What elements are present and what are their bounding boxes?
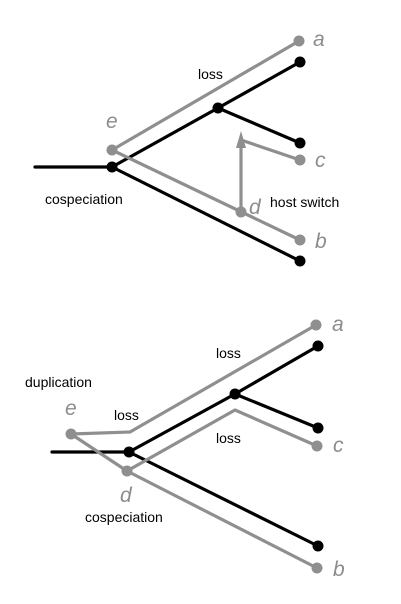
- host-branch-upper: [127, 392, 237, 454]
- parasite-tip-c: [311, 440, 323, 452]
- tip-label-b: b: [333, 558, 345, 581]
- host-node-inner: [212, 102, 224, 114]
- host-tip-c: [294, 137, 306, 149]
- node-label-d: d: [120, 484, 133, 507]
- loss-label-mid: loss: [216, 430, 241, 446]
- host-branch-c: [233, 392, 320, 430]
- parasite-tip-c: [294, 154, 306, 166]
- host-tip-b: [294, 255, 306, 267]
- tip-label-a: a: [313, 28, 325, 51]
- parasite-node-d: [121, 465, 133, 477]
- parasite-branch-b: [110, 148, 302, 242]
- loss-label: loss: [198, 66, 223, 82]
- panel-host-switch: loss cospeciation host switch e d a c b: [33, 28, 339, 267]
- host-tree: [50, 344, 320, 548]
- host-tree: [33, 60, 302, 263]
- node-label-d: d: [249, 196, 262, 219]
- loss-label-top: loss: [216, 345, 241, 361]
- cospeciation-label: cospeciation: [45, 191, 123, 207]
- node-label-e: e: [106, 110, 118, 133]
- parasite-tip-b: [311, 562, 323, 574]
- host-tip-a: [312, 340, 324, 352]
- parasite-branch-c: [125, 408, 319, 473]
- host-branch-lower: [127, 450, 320, 548]
- host-switch-arrowhead: [236, 131, 246, 148]
- tip-label-c: c: [315, 149, 326, 172]
- host-branch-a: [233, 344, 320, 396]
- cospeciation-label: cospeciation: [85, 509, 163, 525]
- host-tip-a: [294, 56, 306, 68]
- parasite-branch-a: [69, 323, 318, 436]
- parasite-node-e: [106, 144, 118, 156]
- parasite-tree: [110, 39, 302, 242]
- host-branch-lower: [110, 165, 302, 263]
- tip-label-c: c: [333, 434, 344, 457]
- parasite-branch-a: [110, 39, 301, 152]
- parasite-tip-a: [310, 319, 322, 331]
- duplication-label: duplication: [25, 374, 92, 390]
- parasite-branch-b: [125, 469, 319, 570]
- host-branch-a: [216, 60, 302, 110]
- host-switch-label: host switch: [270, 194, 339, 210]
- parasite-tip-a: [293, 35, 305, 47]
- host-tip-c: [312, 422, 324, 434]
- parasite-tip-b: [294, 234, 306, 246]
- parasite-node-e: [65, 428, 77, 440]
- panel-duplication: duplication loss loss loss cospeciation …: [25, 313, 345, 581]
- host-tip-b: [312, 540, 324, 552]
- node-label-e: e: [65, 397, 77, 420]
- host-node-root: [123, 446, 135, 458]
- loss-label-left: loss: [114, 407, 139, 423]
- host-node-root: [106, 161, 118, 173]
- tip-label-a: a: [332, 313, 344, 336]
- parasite-tree: [69, 323, 319, 570]
- host-node-inner: [229, 388, 241, 400]
- host-branch-c: [216, 106, 302, 145]
- tip-label-b: b: [315, 230, 327, 253]
- parasite-node-d: [235, 206, 247, 218]
- parasite-branch-e-d: [69, 432, 129, 473]
